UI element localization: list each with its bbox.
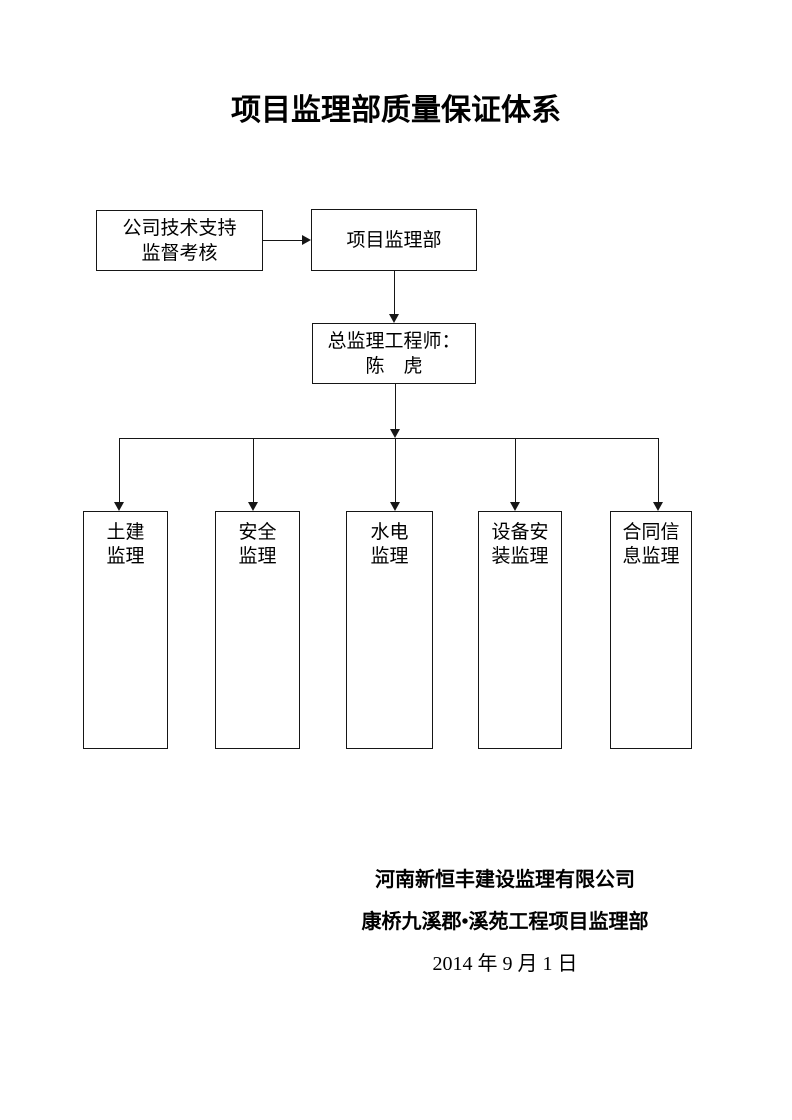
branch-line-4 bbox=[515, 438, 516, 503]
connector-chief-to-branches bbox=[395, 384, 396, 430]
footer-date: 2014 年 9 月 1 日 bbox=[432, 953, 578, 975]
branch-line-1 bbox=[119, 438, 120, 503]
sub-box-line2: 装监理 bbox=[491, 546, 549, 567]
footer-department: 康桥九溪郡•溪苑工程项目监理部 bbox=[361, 911, 649, 933]
support-box-line1: 公司技术支持 bbox=[122, 217, 237, 239]
sub-box-line2: 监理 bbox=[238, 546, 277, 567]
arrowhead-down-icon bbox=[390, 429, 400, 438]
branch-line-5 bbox=[658, 438, 659, 503]
sub-box-line1: 设备安 bbox=[491, 522, 549, 543]
arrowhead-down-icon bbox=[248, 502, 258, 511]
page-title: 项目监理部质量保证体系 bbox=[231, 94, 561, 127]
branch-line-3 bbox=[395, 438, 396, 503]
sub-box-line2: 监理 bbox=[106, 546, 145, 567]
branch-distribution-line bbox=[119, 438, 658, 439]
dept-box-label: 项目监理部 bbox=[346, 229, 442, 251]
sub-box-line1: 合同信 bbox=[622, 522, 680, 543]
sub-box-contract-supervision: 合同信 息监理 bbox=[610, 511, 692, 749]
arrowhead-down-icon bbox=[389, 314, 399, 323]
sub-box-line1: 安全 bbox=[238, 522, 277, 543]
arrowhead-down-icon bbox=[114, 502, 124, 511]
sub-box-safety-supervision: 安全 监理 bbox=[215, 511, 300, 749]
arrowhead-down-icon bbox=[510, 502, 520, 511]
branch-line-2 bbox=[253, 438, 254, 503]
support-box: 公司技术支持 监督考核 bbox=[96, 210, 263, 271]
sub-box-equipment-supervision: 设备安 装监理 bbox=[478, 511, 562, 749]
connector-support-to-dept bbox=[263, 240, 303, 241]
connector-dept-to-chief bbox=[394, 271, 395, 316]
sub-box-mep-supervision: 水电 监理 bbox=[346, 511, 433, 749]
dept-box: 项目监理部 bbox=[311, 209, 477, 271]
chief-engineer-box: 总监理工程师： 陈 虎 bbox=[312, 323, 476, 384]
sub-box-line1: 土建 bbox=[106, 522, 145, 543]
arrowhead-down-icon bbox=[653, 502, 663, 511]
arrowhead-down-icon bbox=[390, 502, 400, 511]
sub-box-civil-supervision: 土建 监理 bbox=[83, 511, 168, 749]
support-box-line2: 监督考核 bbox=[141, 242, 218, 264]
sub-box-line2: 监理 bbox=[370, 546, 409, 567]
chief-box-line1: 总监理工程师： bbox=[327, 330, 461, 352]
sub-box-line1: 水电 bbox=[370, 522, 409, 543]
signature-block: 河南新恒丰建设监理有限公司 康桥九溪郡•溪苑工程项目监理部 2014 年 9 月… bbox=[305, 868, 705, 994]
footer-company: 河南新恒丰建设监理有限公司 bbox=[375, 869, 635, 891]
chief-box-line2: 陈 虎 bbox=[365, 355, 423, 377]
sub-box-line2: 息监理 bbox=[622, 546, 680, 567]
arrowhead-right-icon bbox=[302, 235, 311, 245]
